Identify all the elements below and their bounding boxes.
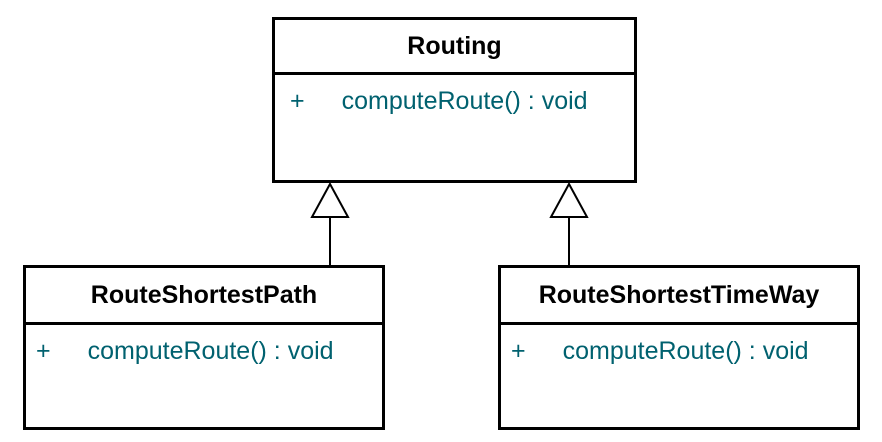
visibility-public-marker: + <box>511 337 526 365</box>
generalization-edge-right <box>549 181 589 267</box>
visibility-public-marker: + <box>36 337 51 365</box>
methods-compartment: + computeRoute() : void <box>501 336 857 366</box>
class-name: Routing <box>275 20 634 75</box>
method-signature: computeRoute() : void <box>341 87 588 115</box>
method-row: + computeRoute() : void <box>501 336 857 366</box>
class-box-route-shortest-time-way[interactable]: RouteShortestTimeWay + computeRoute() : … <box>498 265 860 430</box>
class-box-routing[interactable]: Routing + computeRoute() : void <box>272 17 637 183</box>
generalization-edge-left <box>310 181 350 267</box>
method-row: + computeRoute() : void <box>275 86 634 116</box>
inheritance-triangle-icon <box>549 181 589 218</box>
class-name: RouteShortestPath <box>26 268 382 325</box>
class-name: RouteShortestTimeWay <box>501 268 857 325</box>
class-box-route-shortest-path[interactable]: RouteShortestPath + computeRoute() : voi… <box>23 265 385 430</box>
method-signature: computeRoute() : void <box>87 337 334 365</box>
method-signature: computeRoute() : void <box>562 337 809 365</box>
methods-compartment: + computeRoute() : void <box>26 336 382 366</box>
methods-compartment: + computeRoute() : void <box>275 86 634 116</box>
visibility-public-marker: + <box>290 87 305 115</box>
inheritance-triangle-icon <box>310 181 350 218</box>
method-row: + computeRoute() : void <box>26 336 382 366</box>
